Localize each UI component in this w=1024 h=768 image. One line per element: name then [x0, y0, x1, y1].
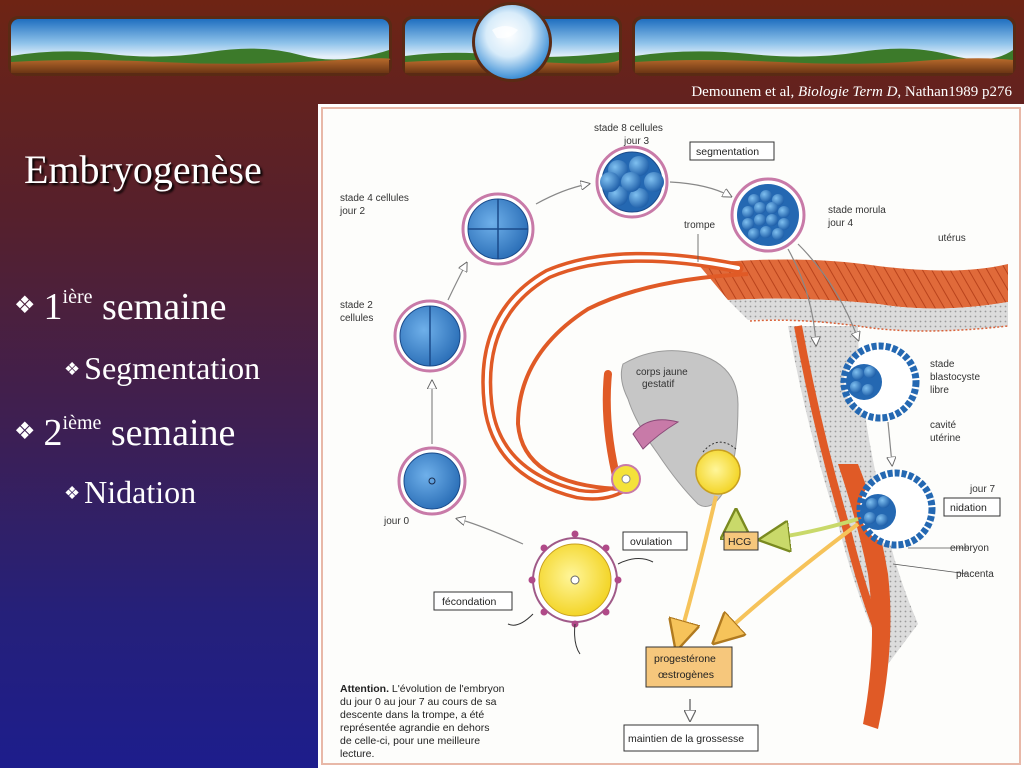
nidation-box: [943, 497, 1001, 517]
note-line-1: L'évolution de l'embryon: [389, 683, 505, 695]
embryogenesis-diagram: stade 8 cellules jour 3 segmentation sta…: [321, 107, 1021, 765]
diamond-bullet-icon: ❖: [14, 419, 36, 446]
label-stade-blasto: stade: [930, 359, 955, 370]
label-jour-7: jour 7: [969, 484, 995, 495]
note-line-3: descente dans la trompe, a été: [340, 709, 484, 721]
endometrium: [728, 298, 1008, 331]
label-embryon: embryon: [950, 543, 989, 554]
note-line-5: de celle-ci, pour une meilleure: [340, 735, 480, 747]
ovulated-oocyte: [611, 464, 641, 494]
uterine-wall-line: [794, 325, 887, 646]
label-progesterone: progestérone: [654, 653, 716, 665]
label-jour-2: jour 2: [339, 206, 365, 217]
note-bold: Attention.: [340, 683, 389, 695]
label-libre: libre: [930, 385, 949, 396]
label-ovulation: ovulation: [630, 536, 672, 548]
bullet-label: semaine: [102, 286, 227, 328]
bullet-week-1: ❖ 1ière semaine: [14, 286, 227, 328]
fecondation-box: [433, 591, 513, 611]
segmentation-box: [689, 141, 775, 161]
sub-bullet-nidation: ❖Nidation: [64, 476, 196, 508]
label-stade-4: stade 4 cellules: [340, 193, 409, 204]
label-trompe: trompe: [684, 220, 716, 231]
bullet-superscript: ième: [62, 412, 102, 434]
maintien-box: [623, 724, 759, 752]
bullet-label: semaine: [110, 412, 236, 454]
banner-globe: [472, 2, 552, 82]
diamond-bullet-icon: ❖: [14, 293, 36, 320]
label-oestrogenes: œstrogènes: [658, 669, 714, 681]
bullet-superscript: ière: [62, 286, 93, 308]
bullet-week-2: ❖ 2ième semaine: [14, 412, 236, 454]
note-line-2: du jour 0 au jour 7 au cours de sa: [340, 696, 497, 708]
sub-bullet-label: Nidation: [84, 474, 197, 510]
svg-text:Attention. L'évolution de l'em: Attention. L'évolution de l'embryon: [340, 683, 505, 695]
hcg-box: [723, 531, 759, 551]
label-stade-8: stade 8 cellules: [594, 123, 663, 134]
citation: Demounem et al, Biologie Term D, Nathan1…: [691, 84, 1012, 101]
cycle-arrows: [432, 182, 892, 545]
fertilized-egg: [507, 530, 654, 655]
hormones-box: [645, 646, 733, 688]
label-jour-3: jour 3: [623, 136, 649, 147]
label-uterine: utérine: [930, 433, 961, 444]
label-stade-morula: stade morula: [828, 205, 886, 216]
label-gestatif: gestatif: [642, 379, 674, 390]
sub-bullet-segmentation: ❖Segmentation: [64, 352, 260, 384]
attention-note: Attention. L'évolution de l'embryon du j…: [340, 683, 505, 760]
bullet-number: 2: [43, 412, 63, 454]
label-uterus: utérus: [938, 233, 966, 244]
label-cavite: cavité: [930, 420, 957, 431]
cell-2-cells: [393, 299, 467, 373]
note-line-6: lecture.: [340, 748, 374, 760]
label-segmentation: segmentation: [696, 146, 759, 158]
uterus-muscle-wall: [698, 259, 1008, 309]
cell-morula: [730, 177, 806, 253]
embryogenesis-figure: stade 8 cellules jour 3 segmentation sta…: [318, 104, 1024, 768]
citation-authors: Demounem et al,: [691, 84, 795, 100]
label-jour-4: jour 4: [827, 218, 853, 229]
diamond-bullet-icon: ❖: [64, 358, 81, 379]
cell-blastocyste: [840, 342, 920, 422]
ovulation-box: [622, 531, 688, 551]
sub-bullet-label: Segmentation: [84, 350, 261, 386]
cell-implanting-embryo: [856, 469, 936, 549]
label-nidation: nidation: [950, 502, 987, 514]
label-cellules: cellules: [340, 313, 373, 324]
header-banner: [8, 2, 1016, 82]
label-jour-0: jour 0: [383, 516, 409, 527]
label-maintien: maintien de la grossesse: [628, 733, 744, 745]
cell-4-cells: [461, 192, 535, 266]
citation-book: Biologie Term D: [797, 84, 898, 100]
diamond-bullet-icon: ❖: [64, 482, 81, 503]
corps-jaune-gestatif: [695, 449, 741, 495]
bullet-number: 1: [43, 286, 63, 328]
label-stade-2: stade 2: [340, 300, 373, 311]
banner-panel-right: [632, 16, 1016, 76]
cell-8-cells: [595, 145, 669, 219]
label-fecondation: fécondation: [442, 596, 496, 608]
label-blastocyste: blastocyste: [930, 372, 980, 383]
citation-publisher: , Nathan1989 p276: [897, 84, 1012, 100]
label-hcg: HCG: [728, 536, 751, 548]
cell-jour0: [397, 446, 467, 516]
slide-title: Embryogenèse: [24, 147, 262, 192]
note-line-4: représentée agrandie en dehors: [340, 722, 489, 734]
label-placenta: placenta: [956, 569, 994, 580]
banner-panel-left: [8, 16, 392, 76]
label-corps-jaune: corps jaune: [636, 367, 688, 378]
